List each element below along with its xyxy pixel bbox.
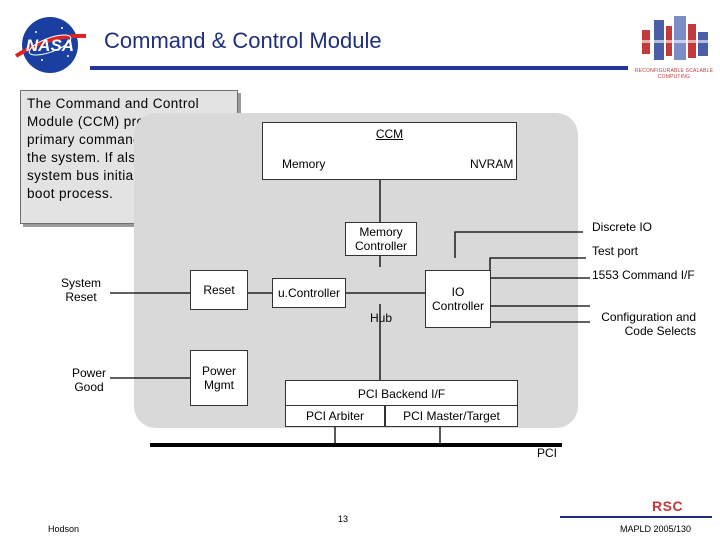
nasa-logo-icon: NASA xyxy=(14,17,87,73)
memory-label: Memory xyxy=(282,157,326,171)
footer-reference: MAPLD 2005/130 xyxy=(620,524,692,534)
author-label: Hodson xyxy=(48,524,80,534)
command-if-label: 1553 Command I/F xyxy=(592,268,695,282)
discrete-io-label: Discrete IO xyxy=(592,220,653,234)
footer-rule xyxy=(560,516,712,518)
test-port-label: Test port xyxy=(592,244,639,258)
config-selects-label: Configuration and Code Selects xyxy=(601,310,696,338)
hub-label: Hub xyxy=(370,311,393,325)
power-mgmt-box: Power Mgmt xyxy=(190,350,248,406)
rsc-footer-label: RSC xyxy=(652,498,684,514)
svg-text:NASA: NASA xyxy=(26,36,74,55)
reset-box: Reset xyxy=(190,270,248,310)
rsc-logo-icon xyxy=(638,16,712,60)
memory-controller-box: Memory Controller xyxy=(345,222,417,256)
page-title: Command & Control Module xyxy=(104,28,382,53)
power-good-label: Power Good xyxy=(71,366,106,394)
page-number: 13 xyxy=(338,514,349,524)
ccm-block: CCM xyxy=(262,122,517,180)
pci-bus-label: PCI xyxy=(537,446,558,460)
pci-arbiter-box: PCI Arbiter xyxy=(285,405,385,427)
ucontroller-box: u.Controller xyxy=(272,278,346,308)
ccm-label: CCM xyxy=(375,127,404,141)
pci-master-target-box: PCI Master/Target xyxy=(385,405,518,427)
title-divider xyxy=(90,66,628,70)
nvram-label: NVRAM xyxy=(470,157,514,171)
io-controller-box: IO Controller xyxy=(425,270,491,328)
rsc-logo-caption: RECONFIGURABLE SCALABLE COMPUTING xyxy=(634,68,714,80)
system-reset-label: System Reset xyxy=(60,276,101,304)
